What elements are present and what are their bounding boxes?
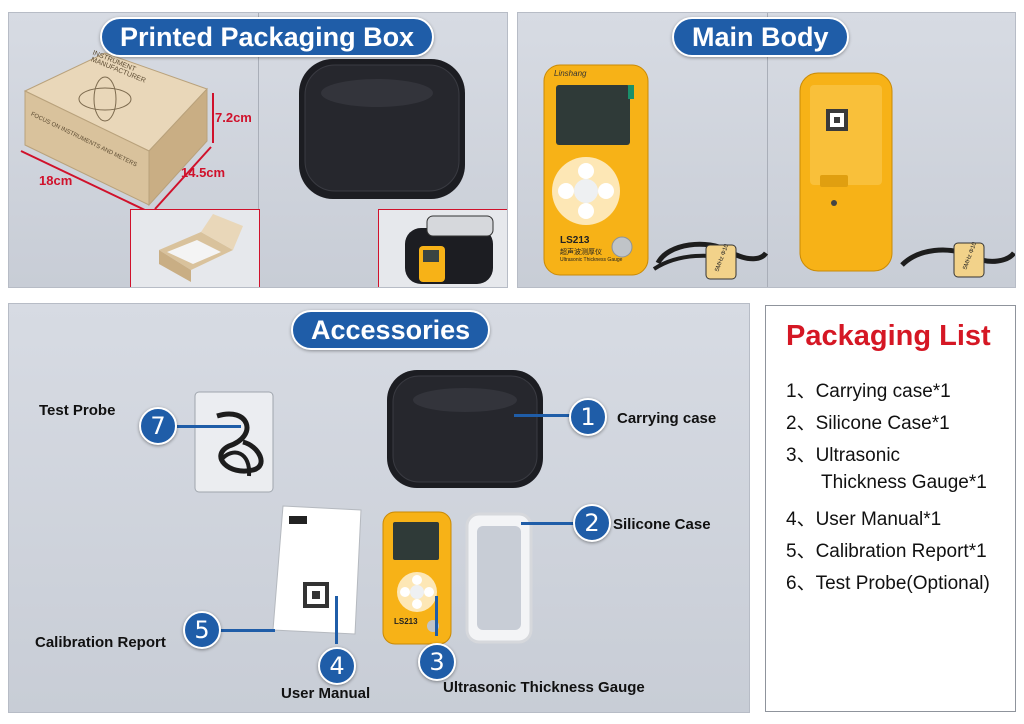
packaging-list-item: 6、Test Probe(Optional) [786,573,990,594]
device-name-cn: 超声波测厚仪 [560,249,602,256]
box-height-label: 7.2cm [215,110,252,125]
gauge-image [382,511,452,645]
carrying-case-image [299,59,465,199]
box-depth-label: 14.5cm [181,165,226,180]
packaging-list-item: 4、User Manual*1 [786,509,942,530]
callout-number-4: 4 [318,647,356,685]
callout-label-thickness-gauge: Ultrasonic Thickness Gauge [443,679,645,696]
main-body-panel: Linshang LS213 超声波测厚仪 Ultrasonic Thickne… [517,12,1016,288]
callout-number-1: 1 [569,398,607,436]
packaging-list-item: 2、Silicone Case*1 [786,413,950,434]
callout-number-3: 3 [418,643,456,681]
panel-divider [767,13,768,287]
device-front-image [543,64,768,280]
accessories-title: Accessories [291,310,491,350]
leader-line [219,629,275,632]
silicone-case-image [465,512,533,644]
packaging-list-title: Packaging List [786,320,991,352]
leader-line [521,522,583,525]
callout-label-user-manual: User Manual [281,685,371,702]
gauge-model: LS213 [394,617,418,626]
callout-number-2: 2 [573,504,611,542]
packaging-box-panel: INSTRUMENT MANUFACTURER FOCUS ON INSTRUM… [8,12,508,288]
box-width-label: 18cm [39,173,73,188]
accessory-carrying-case-image [387,370,543,488]
leader-line [514,414,574,417]
leader-line [435,596,438,636]
callout-number-7: 7 [139,407,177,445]
device-name-en: Ultrasonic Thickness Gauge [560,257,623,263]
packaging-list-panel: Packaging List 1、Carrying case*1 2、Silic… [765,305,1016,712]
packaging-list-item: 5、Calibration Report*1 [786,541,987,562]
packaging-list-item: 3、Ultrasonic [786,445,901,466]
callout-label-test-probe: Test Probe [39,402,116,419]
packaging-list-item: Thickness Gauge*1 [821,472,987,493]
device-model: LS213 [560,235,590,246]
leader-line [335,596,338,644]
packaging-box-title: Printed Packaging Box [100,17,435,57]
panel-divider [258,13,259,287]
accessories-panel: LS213 7 1 2 5 4 3 Test Probe Carrying ca… [8,303,750,713]
user-manual-image [272,505,362,635]
open-box-inset [130,209,260,287]
device-brand: Linshang [554,69,587,78]
callout-label-calibration-report: Calibration Report [35,634,166,651]
main-body-title: Main Body [672,17,849,57]
callout-label-carrying-case: Carrying case [617,410,717,427]
packaging-box-image [20,52,214,212]
device-back-image [799,72,1015,278]
callout-label-silicone-case: Silicone Case [613,516,711,533]
leader-line [177,425,241,428]
callout-number-5: 5 [183,611,221,649]
test-probe-image [194,391,274,493]
packaging-list-item: 1、Carrying case*1 [786,381,951,402]
open-case-inset [378,209,507,287]
